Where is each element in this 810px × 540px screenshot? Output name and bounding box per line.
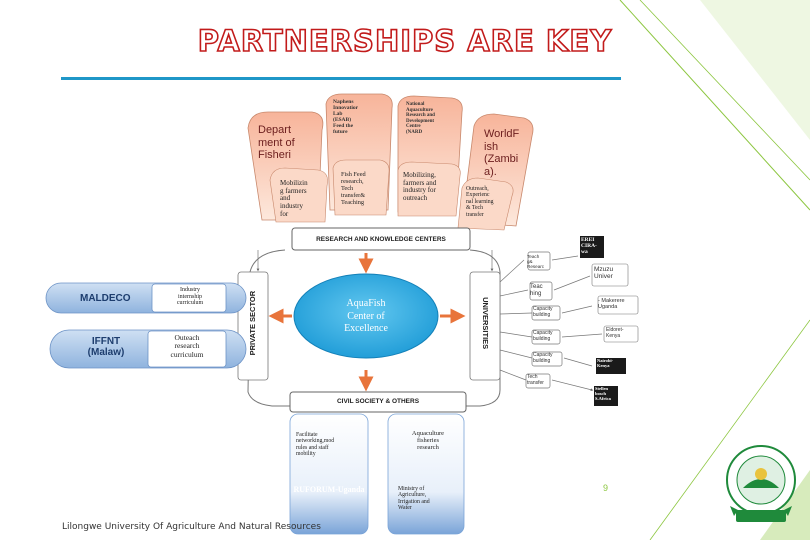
partner-maldeco-role: Industry internship curriculum — [176, 287, 204, 307]
uni-role-5: Tech transfer — [527, 374, 544, 386]
university-connectors — [499, 251, 603, 390]
title-underline — [61, 77, 621, 80]
partner-iffnt-role: Outeach research curriculum — [170, 333, 204, 359]
page-number: 9 — [603, 483, 609, 493]
partner-maldeco: MALDECO — [80, 293, 131, 304]
uni-name-4: Nairobi- Kenya — [597, 358, 614, 368]
private-sector-label: PRIVATE SECTOR — [247, 290, 257, 356]
research-centers-bar: RESEARCH AND KNOWLEDGE CENTERS — [316, 236, 446, 243]
civil-name-1: Ministry of Agriculture, Irrigation and … — [398, 486, 430, 512]
civil-name-0: RUFORUM-Uganda — [293, 485, 365, 494]
finger-inner-nard: Mobilizing, farmers and industry for out… — [403, 171, 437, 203]
uni-role-4: Capacity building — [533, 352, 553, 364]
uni-role-2: Capacity building — [533, 306, 553, 318]
slide-title: PARTNERSHIPS ARE KEY — [197, 23, 613, 59]
aquafish-center: AquaFish Center of Excellence — [344, 298, 388, 334]
finger-title-worldfish: WorldF ish (Zambi a). — [484, 128, 520, 178]
finger-nard — [397, 95, 463, 217]
uni-role-3: Capacity building — [533, 330, 553, 342]
footer-university: Lilongwe University Of Agriculture And N… — [62, 522, 321, 532]
universities-label: UNIVERSITIES — [481, 297, 491, 350]
tube-ruforum — [289, 413, 369, 535]
finger-inner-department: Mobilizin g farmers and industry for — [280, 179, 308, 218]
finger-title-department: Depart ment of Fisheri — [258, 124, 295, 162]
uni-role-0: Teach g& Researc — [527, 254, 545, 270]
partner-iffnt: IFFNT (Malaw) — [87, 336, 125, 358]
finger-title-nard: National Aquaculture Research and Develo… — [406, 102, 435, 135]
finger-department-of-fisheries — [247, 111, 328, 223]
finger-naphens-lab — [325, 93, 393, 216]
finger-inner-worldfish: Outreach, Experienc nal learning & Tech … — [466, 186, 494, 218]
civil-role-1: Aquaculture fisheries research — [411, 430, 445, 452]
civil-society-bar: CIVIL SOCIETY & OTHERS — [336, 398, 420, 405]
uni-role-1: Teac hing — [530, 284, 543, 297]
finger-inner-naphens: Fish Feed research, Tech transfer& Teach… — [341, 171, 366, 206]
civil-role-0: Facilitate networking,mod rules and staf… — [296, 432, 335, 458]
pill-maldeco — [45, 282, 247, 314]
uni-name-2: - Makerere Uganda — [598, 298, 625, 311]
uni-name-3: Eldoret- Kenya — [606, 327, 624, 339]
uni-name-5: Stellen bosch S.Africa — [595, 386, 611, 401]
uni-name-0: EREI CIRA- wa — [581, 237, 597, 256]
luanar-logo — [726, 445, 796, 522]
uni-name-1: Mzuzu Univer — [594, 266, 614, 281]
finger-worldfish — [457, 113, 534, 231]
finger-title-naphens: Naphens Innovatior Lab (ESAB) Feed the f… — [333, 99, 359, 136]
tube-ministry — [387, 413, 465, 535]
pill-iffnt — [49, 329, 247, 369]
